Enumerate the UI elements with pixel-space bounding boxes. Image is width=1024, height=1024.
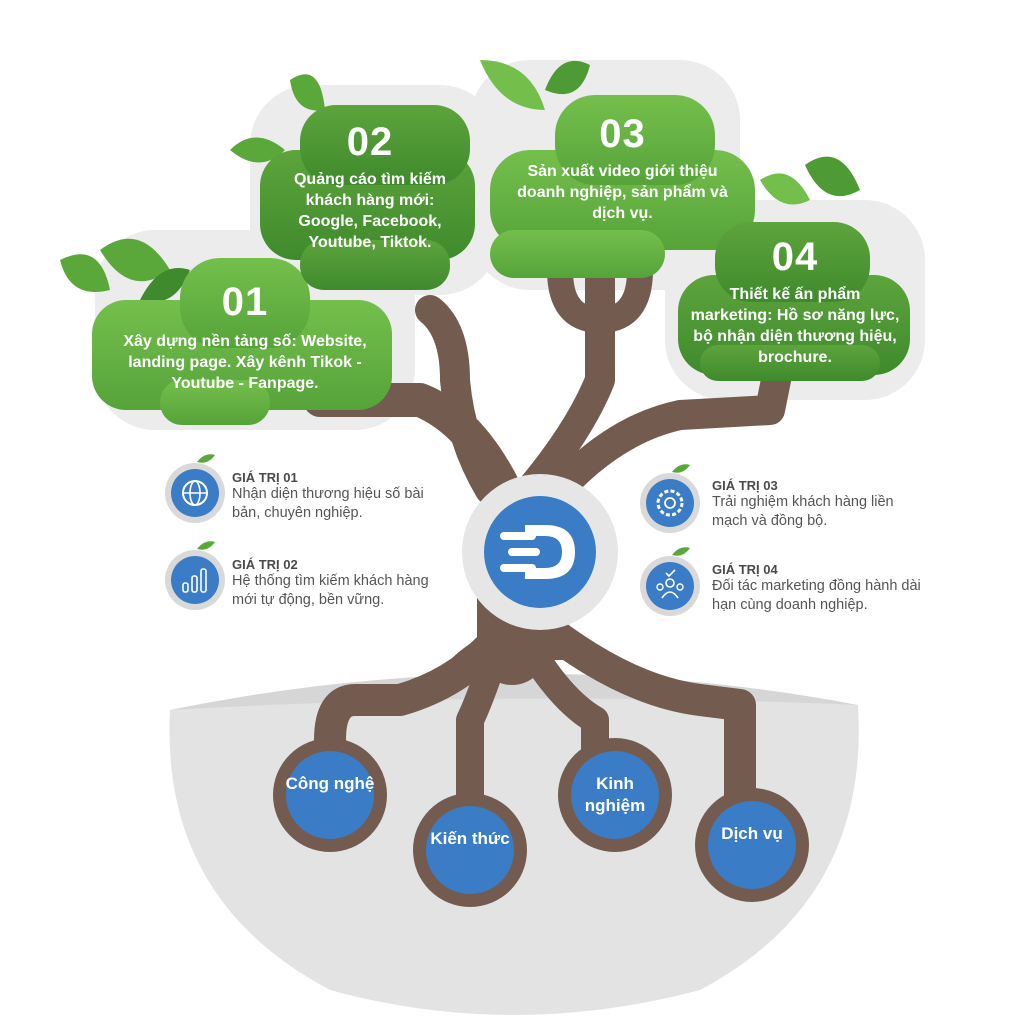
card-number: 01 <box>221 280 269 324</box>
card-number: 02 <box>346 120 394 164</box>
root-label-kinh-nghiem: Kinh nghiệm <box>584 774 646 815</box>
value-04: GIÁ TRỊ 04 Đối tác marketing đồng hành d… <box>712 562 937 615</box>
value-01: GIÁ TRỊ 01 Nhận diện thương hiệu số bài … <box>232 470 442 523</box>
value-desc: Trải nghiệm khách hàng liền mạch và đồng… <box>712 494 894 529</box>
value-title: GIÁ TRỊ 04 <box>712 562 778 577</box>
value-title: GIÁ TRỊ 01 <box>232 470 298 485</box>
brand-d-logo-mark <box>500 525 575 579</box>
leaves <box>60 60 860 302</box>
value-title: GIÁ TRỊ 03 <box>712 478 778 493</box>
card-number: 04 <box>771 235 819 279</box>
card-text: Sản xuất video giới thiệu doanh nghiệp, … <box>517 163 728 222</box>
card-02: 02 Quảng cáo tìm kiếm khách hàng mới: Go… <box>275 120 465 253</box>
card-01: 01 Xây dựng nền tảng số: Website, landin… <box>105 280 385 394</box>
value-02: GIÁ TRỊ 02 Hệ thống tìm kiếm khách hàng … <box>232 557 457 610</box>
value-desc: Nhận diện thương hiệu số bài bản, chuyên… <box>232 486 424 521</box>
value-desc: Đối tác marketing đồng hành dài hạn cùng… <box>712 578 921 613</box>
card-text: Thiết kế ấn phẩm marketing: Hồ sơ năng l… <box>690 286 900 366</box>
root-circles <box>273 738 809 907</box>
globe-icon <box>165 454 225 523</box>
value-desc: Hệ thống tìm kiếm khách hàng mới tự động… <box>232 573 429 608</box>
card-text: Xây dựng nền tảng số: Website, landing p… <box>123 333 367 392</box>
card-03: 03 Sản xuất video giới thiệu doanh nghiệ… <box>510 112 735 224</box>
root-label-cong-nghe: Công nghệ <box>285 774 375 793</box>
bar-chart-icon <box>165 541 225 610</box>
value-title: GIÁ TRỊ 02 <box>232 557 298 572</box>
card-text: Quảng cáo tìm kiếm khách hàng mới: Googl… <box>293 171 447 251</box>
root-label-dich-vu: Dịch vụ <box>721 824 783 843</box>
root-label-kien-thuc: Kiến thức <box>430 829 510 848</box>
card-shapes <box>92 95 910 425</box>
card-04: 04 Thiết kế ấn phẩm marketing: Hồ sơ năn… <box>690 235 900 368</box>
gear-icon <box>640 464 700 533</box>
team-icon <box>640 547 700 616</box>
value-03: GIÁ TRỊ 03 Trải nghiệm khách hàng liền m… <box>712 478 902 531</box>
card-number: 03 <box>599 112 646 156</box>
